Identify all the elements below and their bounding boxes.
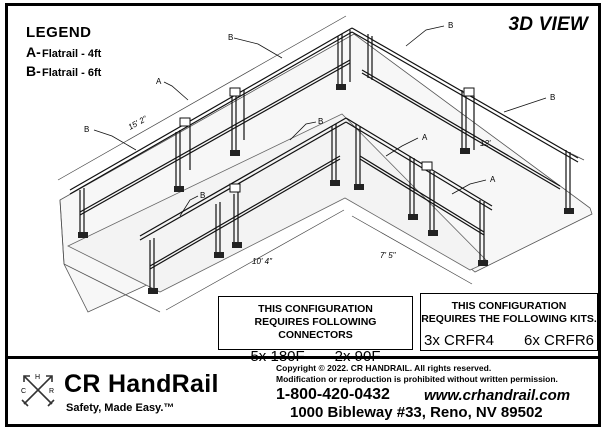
front-right-rail [345,117,493,264]
back-rail [69,27,353,236]
kits-line-2: REQUIRES THE FOLLOWING KITS. [421,313,597,325]
crossed-arrows-icon: C H R [21,374,55,407]
legend-text-a: Flatrail - 4ft [42,48,102,60]
connectors-line-2: REQUIRES FOLLOWING CONNECTORS [254,316,377,341]
dim-label-2: 10' 4" [252,257,273,266]
brand-tagline: Safety, Made Easy.™ [66,402,175,414]
callout-b-2: B [84,125,89,134]
dim-label-3: 7' 5" [380,251,397,260]
logo-letter-r: R [49,388,54,395]
kits-line-1: THIS CONFIGURATION [451,300,567,312]
dim-label-1: 12' [480,139,491,148]
callout-leaders [93,25,547,217]
kit-counts: 3x CRFR4 6x CRFR6 [421,332,597,349]
company-address: 1000 Bibleway #33, Reno, NV 89502 [290,404,543,421]
callout-b-4: B [550,93,555,102]
kit-count-crfr6: 6x CRFR6 [524,332,595,349]
view-title: 3D VIEW [508,14,588,35]
connectors-line-1: THIS CONFIGURATION [258,303,373,315]
base-plates [78,84,574,294]
company-logo: C H R CR HandRail Safety, Made Easy.™ [14,366,264,422]
callout-b-0: B [228,33,233,42]
callout-labels: B B A B B B A A B [84,21,555,200]
footer-divider [8,356,599,359]
legend: LEGEND A- Flatrail - 4ft B- Flatrail - 6… [26,24,101,79]
kit-count-crfr4: 3x CRFR4 [423,332,494,349]
brand-name: CR HandRail [64,370,219,398]
logo-letter-c: C [21,388,26,395]
sheet-border [5,3,601,427]
connectors-requirement-box: THIS CONFIGURATION REQUIRES FOLLOWING CO… [218,296,413,365]
legend-key-a: A- [26,44,41,60]
legend-title: LEGEND [26,24,92,41]
phone-number[interactable]: 1-800-420-0432 [276,386,390,403]
connectors [179,87,475,193]
website-link[interactable]: www.crhandrail.com [424,387,571,404]
legend-text-b: Flatrail - 6ft [42,67,102,79]
callout-b-5: B [200,191,205,200]
callout-b-1: B [448,21,453,30]
front-rail [139,117,347,292]
callout-a-2: A [490,175,496,184]
callout-a-0: A [156,77,162,86]
legend-item-b: B- Flatrail - 6ft [26,63,101,79]
legend-item-a: A- Flatrail - 4ft [26,44,101,60]
reproduction-notice: Modification or reproduction is prohibit… [276,374,558,384]
callout-a-1: A [422,133,428,142]
kits-requirement-box: THIS CONFIGURATION REQUIRES THE FOLLOWIN… [420,293,598,351]
dim-label-0: 15' 2" [127,114,150,132]
inner-slab [67,113,489,293]
logo-letter-h: H [35,374,40,381]
dimension-lines [57,15,585,311]
copyright-notice: Copyright © 2022. CR HANDRAIL. All right… [276,363,492,373]
legend-key-b: B- [26,63,41,79]
callout-b-3: B [318,117,323,126]
